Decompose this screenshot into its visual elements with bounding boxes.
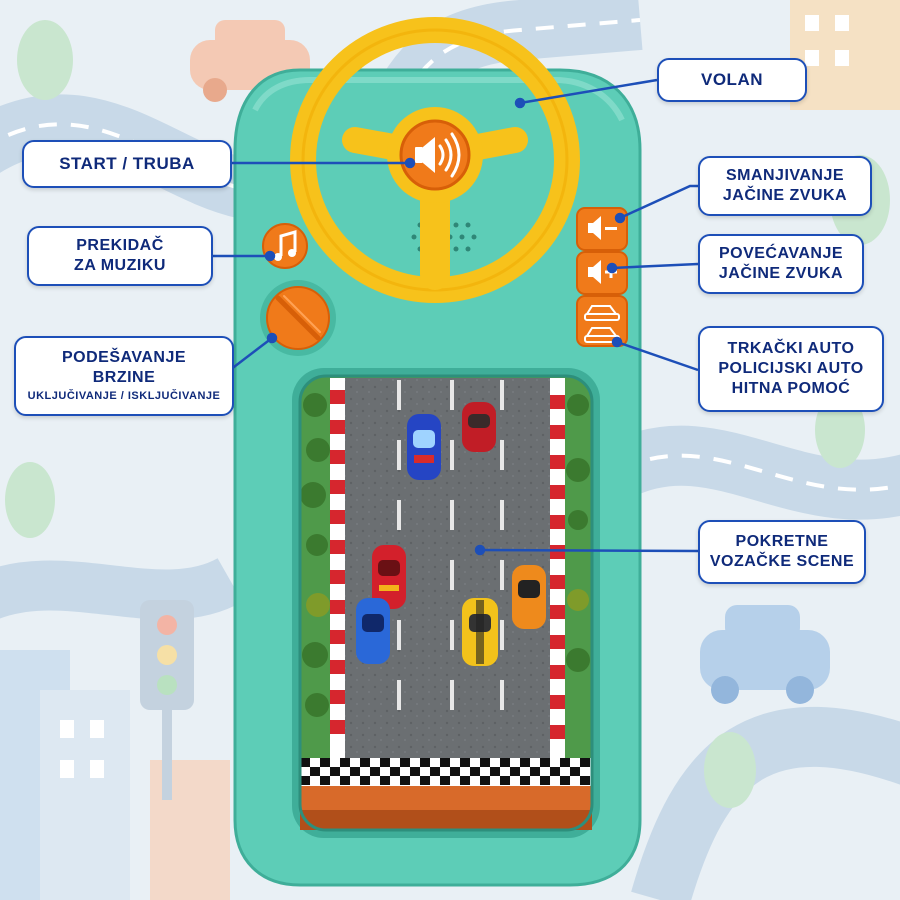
race-car-red-top (462, 402, 496, 452)
callout-text: HITNA POMOĆ (731, 380, 851, 397)
callout-text: START / TRUBA (59, 154, 195, 174)
curb-right (550, 378, 565, 758)
volume-down-button[interactable] (576, 207, 628, 251)
music-switch-button[interactable] (262, 223, 308, 269)
callout-start-horn: START / TRUBA (22, 140, 232, 188)
volume-up-button[interactable] (576, 251, 628, 295)
callout-text: SMANJIVANJE (725, 167, 845, 184)
callout-moving-scenes: POKRETNE VOZAČKE SCENE (698, 520, 866, 584)
callout-speed-setting: PODEŠAVANJE BRZINE UKLJUČIVANJE / ISKLJU… (14, 336, 234, 416)
callout-text: POVEĆAVANJE (718, 245, 844, 262)
callout-music-switch: PREKIDAČ ZA MUZIKU (27, 226, 213, 286)
callout-text: POKRETNE (735, 533, 829, 550)
callout-text: TRKAČKI AUTO (727, 340, 855, 357)
callout-text: PREKIDAČ (76, 237, 164, 254)
callout-volume-down: SMANJIVANJE JAČINE ZVUKA (698, 156, 872, 216)
trackside-bushes (300, 393, 590, 717)
race-car-yellow (462, 598, 498, 666)
callout-steering-wheel: VOLAN (657, 58, 807, 102)
callout-text: POLICIJSKI AUTO (718, 360, 864, 377)
speaker-icon (415, 132, 461, 178)
callout-subtext: UKLJUČIVANJE / ISKLJUČIVANJE (27, 390, 221, 403)
callout-text: JAČINE ZVUKA (718, 265, 844, 282)
volume-down-icon (588, 216, 617, 240)
finish-line (300, 758, 592, 830)
race-car-red (372, 545, 406, 609)
callout-text: VOLAN (701, 70, 763, 90)
race-track-scene (292, 368, 600, 838)
speed-knob[interactable] (260, 280, 336, 356)
curb-left (330, 378, 345, 758)
callout-text: JAČINE ZVUKA (722, 187, 848, 204)
callout-text: BRZINE (92, 369, 156, 387)
callout-text: VOZAČKE SCENE (709, 553, 855, 570)
bg-buildings-right (790, 0, 900, 110)
lane-markings (397, 380, 504, 710)
music-note-icon (274, 230, 297, 261)
bg-traffic-light (140, 600, 194, 800)
race-car-orange (512, 565, 546, 629)
callout-vehicle-sounds: TRKAČKI AUTO POLICIJSKI AUTO HITNA POMOĆ (698, 326, 884, 412)
connector-lines (212, 78, 699, 556)
horn-button[interactable] (399, 119, 471, 191)
callout-text: PODEŠAVANJE (61, 349, 187, 367)
race-car-blue (407, 414, 441, 480)
bg-car-right (700, 605, 830, 704)
callout-volume-up: POVEĆAVANJE JAČINE ZVUKA (698, 234, 864, 294)
vehicle-sound-buttons[interactable] (576, 295, 628, 347)
race-car-blue-2 (356, 598, 390, 664)
callout-text: ZA MUZIKU (74, 257, 166, 274)
bg-buildings-left (0, 650, 230, 900)
